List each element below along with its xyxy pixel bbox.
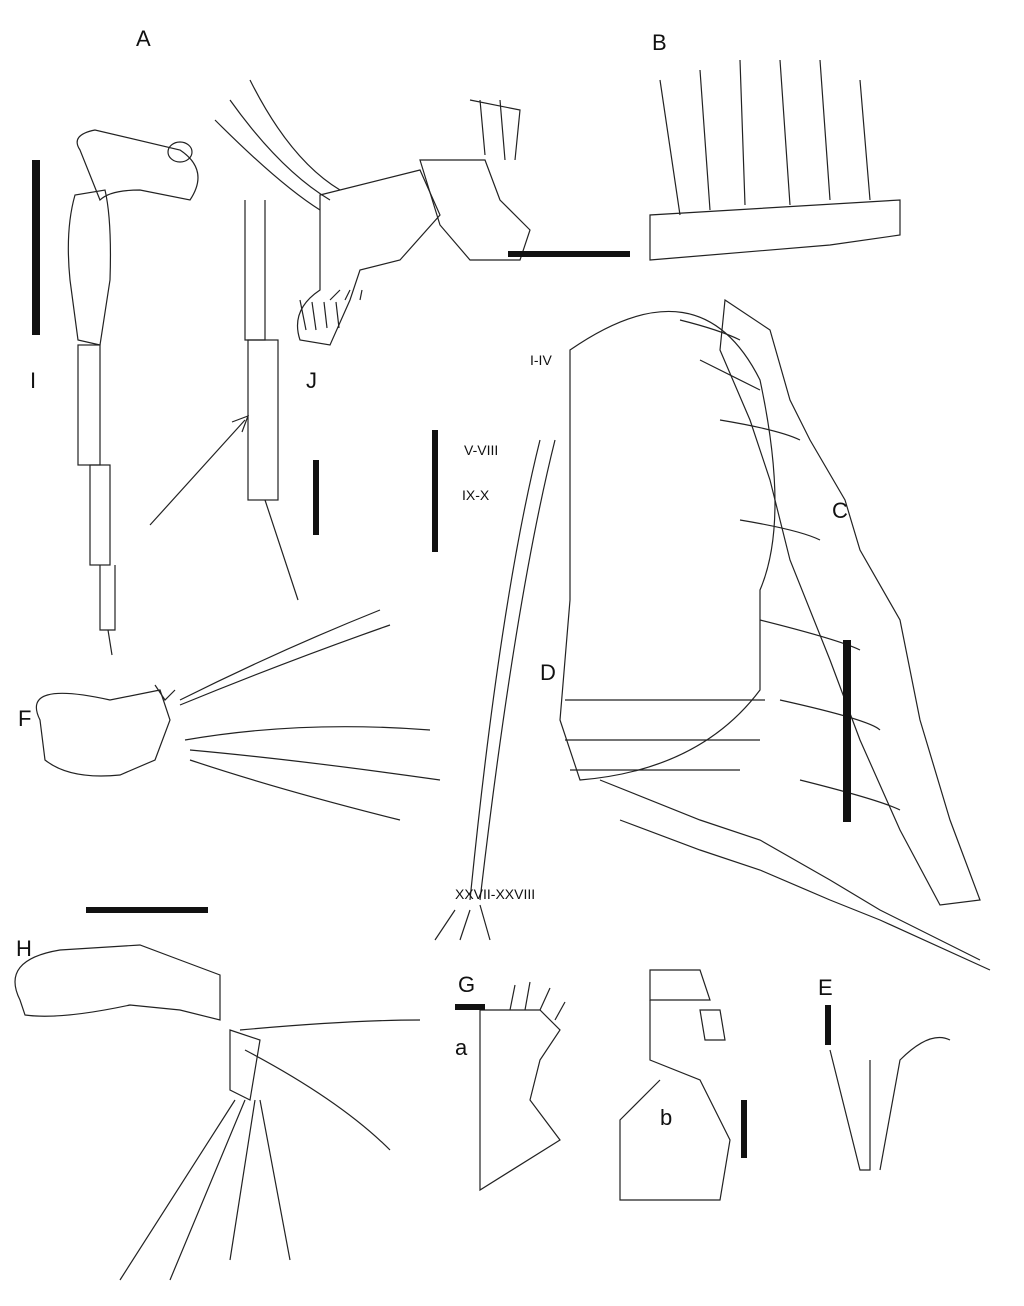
panel-label-d: D — [540, 660, 556, 685]
panel-g-drawing — [479, 969, 731, 1201]
panel-label-j: J — [306, 368, 317, 393]
scale-bar-i — [32, 160, 40, 335]
panel-j-drawing — [149, 200, 299, 601]
panel-b-drawing — [649, 59, 901, 261]
panel-label-b: B — [652, 30, 667, 55]
panel-label-g: G — [458, 972, 476, 997]
panel-e-drawing — [829, 1036, 951, 1171]
panel-c-drawing — [679, 298, 981, 906]
panel-label-g-a: a — [455, 1035, 468, 1060]
scale-bar-a — [508, 251, 630, 257]
panel-h-drawing — [14, 944, 421, 1281]
panel-label-a: A — [136, 26, 151, 51]
panel-label-h: H — [16, 936, 32, 961]
panel-a-drawing — [214, 79, 531, 346]
scale-bar-e — [825, 1005, 831, 1045]
scale-bar-gb — [741, 1100, 747, 1158]
panel-f-drawing — [35, 609, 441, 821]
segment-label-v-viii: V-VIII — [464, 442, 499, 458]
panel-label-f: F — [18, 706, 32, 731]
panel-label-i: I — [30, 368, 37, 393]
segment-label-i-iv: I-IV — [530, 352, 552, 368]
panel-label-g-b: b — [660, 1105, 673, 1130]
scale-bar-g — [455, 1004, 485, 1010]
panel-i-drawing — [67, 129, 199, 656]
panel-label-c: C — [832, 498, 848, 523]
scale-bar-c — [843, 640, 851, 822]
segment-label-ix-x: IX-X — [462, 487, 490, 503]
scale-bar-j — [313, 460, 319, 535]
panel-label-e: E — [818, 975, 833, 1000]
panel-d-drawing — [434, 310, 991, 971]
scale-bar-f — [86, 907, 208, 913]
scale-bar-d — [432, 430, 438, 552]
segment-label-xxvii-xxviii: XXVII-XXVIII — [455, 886, 536, 902]
